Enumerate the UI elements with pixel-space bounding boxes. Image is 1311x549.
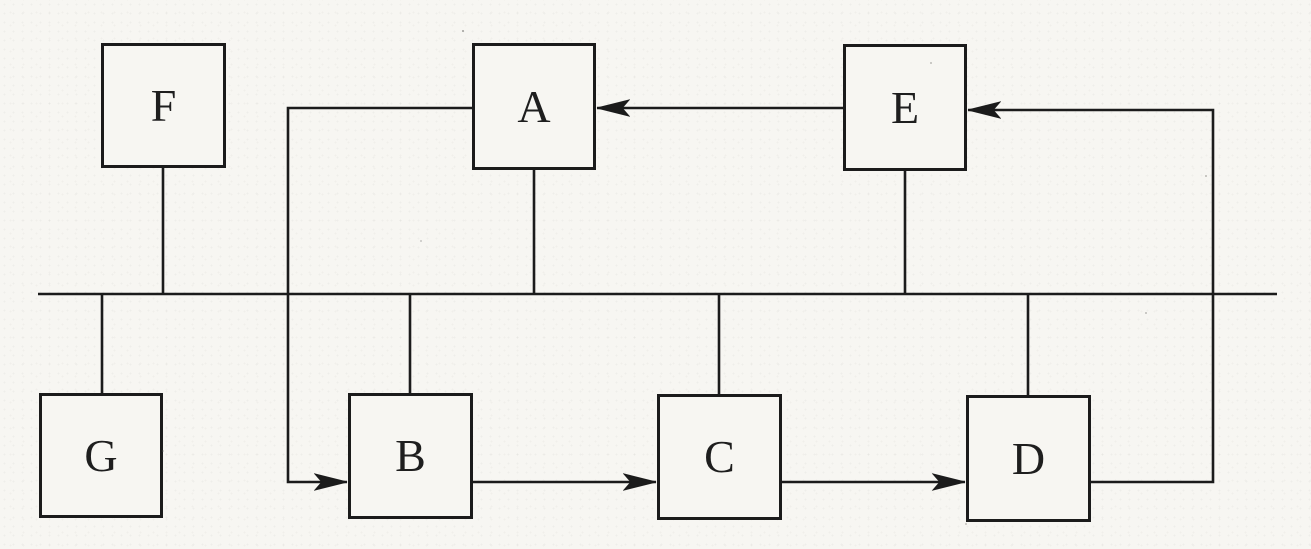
node-F: F — [101, 43, 226, 168]
node-C: C — [657, 394, 782, 520]
node-B: B — [348, 393, 473, 519]
edge-d-to-e-arrow — [968, 110, 1215, 484]
node-E: E — [843, 44, 967, 171]
paper-speckles — [462, 30, 464, 32]
edge-a-to-b-arrow — [286, 106, 472, 482]
node-A-label: A — [517, 80, 551, 132]
node-G: G — [39, 393, 163, 518]
node-A: A — [472, 43, 596, 170]
node-D: D — [966, 395, 1091, 522]
node-E-label: E — [890, 81, 920, 133]
node-G-label: G — [84, 429, 118, 481]
node-D-label: D — [1011, 432, 1046, 484]
node-B-label: B — [395, 430, 426, 481]
node-C-label: C — [704, 431, 735, 482]
node-F-label: F — [150, 79, 177, 131]
